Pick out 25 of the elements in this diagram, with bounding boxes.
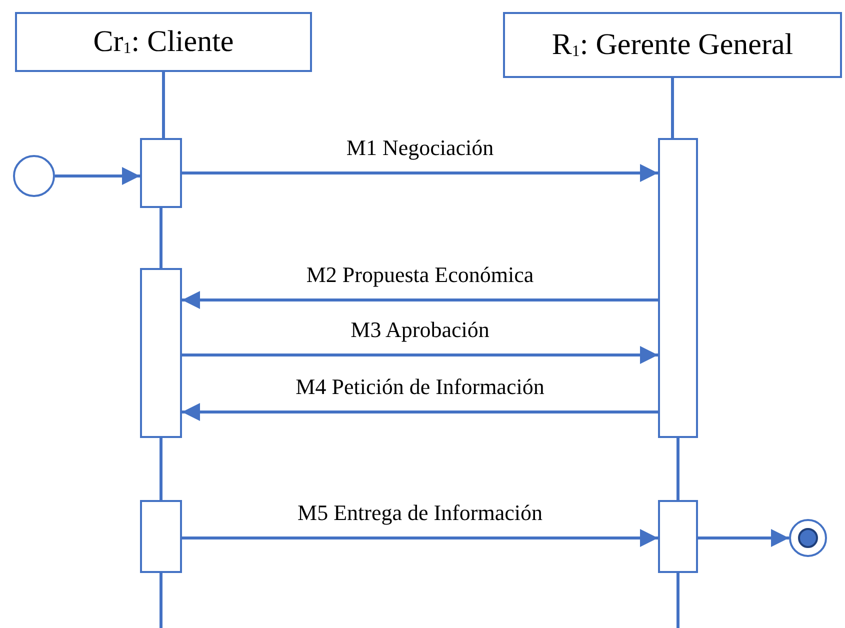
message-arrow — [182, 164, 658, 182]
lifeline — [676, 438, 680, 500]
message-arrow — [698, 529, 789, 547]
activation-bar — [140, 268, 182, 438]
message-arrow — [55, 167, 140, 185]
initial-state — [13, 155, 55, 197]
lifeline — [160, 208, 162, 268]
lifeline — [162, 72, 165, 138]
participant-name: Cr$_{1}$: Cliente — [93, 25, 234, 59]
activation-bar — [140, 500, 182, 573]
lifeline-header — [503, 12, 842, 78]
activation-bar — [140, 138, 182, 208]
lifeline-header — [15, 12, 312, 72]
message-arrow — [182, 529, 658, 547]
participant-name: R$_{1}$: Gerente General — [552, 28, 794, 62]
lifeline — [160, 573, 162, 628]
lifeline — [160, 438, 162, 500]
message-arrow — [182, 291, 658, 309]
message-arrow — [182, 346, 658, 364]
lifeline — [671, 78, 674, 138]
final-state — [789, 519, 827, 557]
activation-bar — [658, 138, 698, 438]
message-arrow — [182, 403, 658, 421]
lifeline — [676, 573, 680, 628]
activation-bar — [658, 500, 698, 573]
